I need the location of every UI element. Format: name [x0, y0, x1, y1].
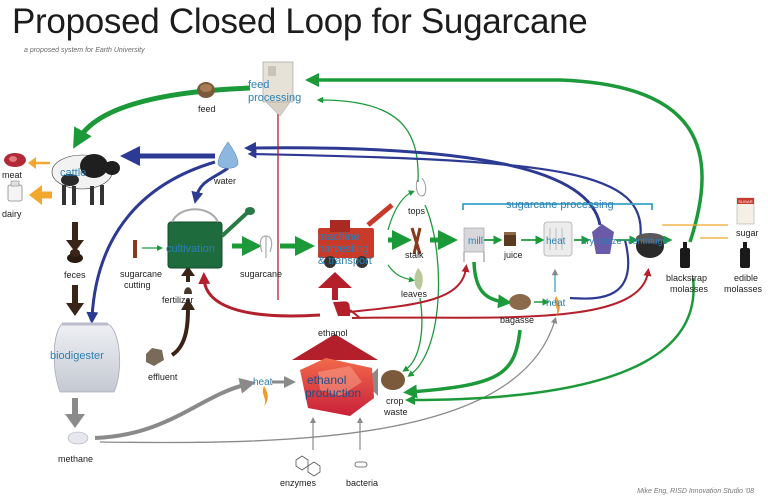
- meat-icon: [4, 153, 26, 167]
- milk-icon: [7, 180, 23, 202]
- label-centrifuge: centrifuge: [628, 236, 668, 246]
- label-crop-waste-1: crop: [386, 396, 404, 406]
- arrow-molasses-to-feed: [305, 73, 704, 243]
- label-heat-mid: heat: [546, 298, 566, 309]
- mill-icon: [463, 227, 485, 262]
- page-title: Proposed Closed Loop for Sugarcane: [12, 2, 588, 41]
- label-fertilizer: fertilizer: [162, 295, 194, 305]
- arrow-ethanol-to-cultivation: [198, 272, 321, 318]
- feces-icon: [67, 249, 83, 263]
- label-ethanol-production-2: production: [305, 386, 361, 400]
- fertilizer-icon: [184, 287, 192, 294]
- arrow-effluent-to-fertilizer: [170, 307, 190, 357]
- arrow-water-to-cultivation: [191, 166, 229, 204]
- sugarcane-icon: [259, 235, 273, 258]
- label-enzymes: enzymes: [280, 478, 317, 488]
- label-edible-2: molasses: [724, 284, 763, 294]
- bacteria-icon: [354, 461, 368, 468]
- cattle-icon: [51, 154, 120, 205]
- arrow-bagasse-to-cropwaste: [403, 329, 522, 399]
- label-heat-low: heat: [253, 377, 273, 388]
- label-water: water: [213, 176, 236, 186]
- enzymes-icon: [295, 455, 321, 477]
- label-feed-processing-1: feed: [248, 79, 269, 91]
- sugar-box-icon: SUGAR: [736, 197, 755, 225]
- label-crystallize: crystallize: [582, 236, 622, 246]
- label-cultivation: cultivation: [166, 243, 215, 255]
- label-sugarcane-cutting-1: sugarcane: [120, 269, 162, 279]
- arrow-methane-to-heat: [94, 377, 256, 440]
- ethanol-crystal-icon: [300, 358, 374, 416]
- label-machine-2: harvesting: [318, 243, 369, 255]
- label-tops: tops: [408, 206, 426, 216]
- arrow-feed-to-cattle: [73, 85, 251, 149]
- water-drop-icon: [217, 141, 239, 169]
- label-blackstrap-1: blackstrap: [666, 273, 707, 283]
- label-stalk: stalk: [405, 250, 424, 260]
- tops-icon: [415, 177, 427, 197]
- methane-icon: [67, 431, 89, 445]
- arrow-methane-to-heat-mid: [99, 316, 558, 444]
- bagasse-icon: [509, 294, 531, 310]
- juice-cup-icon: [504, 232, 516, 246]
- feed-icon: [197, 82, 215, 98]
- label-ethanol-production-1: ethanol: [307, 373, 346, 387]
- sugarcane-cutting-icon: [133, 240, 137, 258]
- label-sugarcane-processing: sugarcane processing: [506, 199, 614, 211]
- feed-processor-icon: [262, 61, 294, 117]
- label-crop-waste-2: waste: [383, 407, 408, 417]
- label-sugar: sugar: [736, 228, 759, 238]
- sugar-box-label: SUGAR: [738, 199, 752, 204]
- label-edible-1: edible: [734, 273, 758, 283]
- centrifuge-icon: [636, 233, 664, 258]
- crop-waste-icon: [381, 370, 405, 390]
- label-machine-3: & transport: [318, 255, 372, 267]
- fuel-pump-icon: [333, 301, 361, 319]
- label-cattle: cattle: [60, 167, 86, 179]
- label-ethanol: ethanol: [318, 328, 348, 338]
- label-heat-top: heat: [546, 236, 566, 247]
- label-leaves: leaves: [401, 289, 428, 299]
- label-feed-processing-2: processing: [248, 92, 301, 104]
- harvester-icon: [318, 203, 394, 268]
- heater-icon: [543, 221, 573, 257]
- label-blackstrap-2: molasses: [670, 284, 709, 294]
- watering-can-icon: [167, 207, 255, 269]
- label-machine-1: machine: [318, 231, 360, 243]
- arrow-mill-to-bagasse: [472, 261, 512, 309]
- label-bacteria: bacteria: [346, 478, 378, 488]
- effluent-icon: [146, 348, 164, 366]
- label-bagasse: bagasse: [500, 315, 534, 325]
- label-sugarcane: sugarcane: [240, 269, 282, 279]
- label-dairy: dairy: [2, 209, 22, 219]
- page-subtitle: a proposed system for Earth University: [24, 47, 145, 54]
- arrow-ethanol-to-centrifuge: [351, 268, 652, 319]
- label-juice: juice: [503, 250, 523, 260]
- flame-icon: [262, 296, 560, 406]
- label-feed: feed: [198, 104, 216, 114]
- label-methane: methane: [58, 454, 93, 464]
- credit-line: Mike Eng, RISD Innovation Studio '08: [637, 488, 754, 495]
- leaves-icon: [414, 268, 423, 290]
- biodigester-icon: [53, 322, 120, 393]
- arrow-tops-to-feed: [316, 96, 419, 183]
- label-meat: meat: [2, 170, 23, 180]
- label-sugarcane-cutting-2: cutting: [124, 280, 151, 290]
- processing-bracket: [462, 203, 653, 210]
- arrow-centrifuge-to-water: [252, 154, 642, 300]
- crystal-icon: [592, 224, 614, 254]
- label-feces: feces: [64, 270, 86, 280]
- label-biodigester: biodigester: [50, 350, 104, 362]
- arrow-water-to-biodigester: [86, 160, 216, 324]
- molasses-bottle-icon: [680, 242, 750, 268]
- arrow-molasses-to-cropwaste: [405, 277, 695, 405]
- label-effluent: effluent: [148, 372, 178, 382]
- label-mill: mill: [468, 236, 483, 247]
- stalk-icon: [410, 227, 422, 255]
